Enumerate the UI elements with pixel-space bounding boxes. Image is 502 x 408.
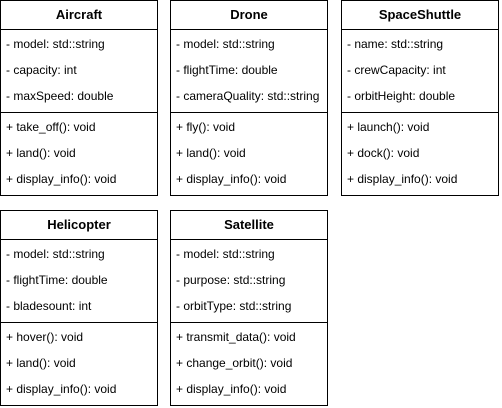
attributes-section: - model: std::string - flightTime: doubl… xyxy=(1,240,157,323)
class-name: Drone xyxy=(171,1,327,30)
attribute: - capacity: int xyxy=(6,63,77,77)
method: + launch(): void xyxy=(347,120,430,134)
method: + change_orbit(): void xyxy=(176,356,293,370)
attributes-section: - model: std::string - flightTime: doubl… xyxy=(171,30,327,113)
methods-section: + fly(): void + land(): void + display_i… xyxy=(171,113,327,192)
attribute: - flightTime: double xyxy=(176,63,278,77)
method: + land(): void xyxy=(6,146,76,160)
method: + transmit_data(): void xyxy=(176,330,296,344)
attribute: - orbitHeight: double xyxy=(347,89,456,103)
method: + land(): void xyxy=(6,356,76,370)
class-box-helicopter[interactable]: Helicopter - model: std::string - flight… xyxy=(0,210,158,406)
attribute: - model: std::string xyxy=(6,37,105,51)
method: + display_info(): void xyxy=(6,172,117,186)
attribute: - bladesount: int xyxy=(6,299,92,313)
method: + fly(): void xyxy=(176,120,236,134)
class-name: SpaceShuttle xyxy=(342,1,498,30)
method: + dock(): void xyxy=(347,146,420,160)
class-name: Aircraft xyxy=(1,1,157,30)
class-box-satellite[interactable]: Satellite - model: std::string - purpose… xyxy=(170,210,328,406)
attribute: - name: std::string xyxy=(347,37,444,51)
method: + display_info(): void xyxy=(6,382,117,396)
methods-section: + transmit_data(): void + change_orbit()… xyxy=(171,323,327,402)
method: + display_info(): void xyxy=(176,172,287,186)
attribute: - flightTime: double xyxy=(6,273,108,287)
class-box-aircraft[interactable]: Aircraft - model: std::string - capacity… xyxy=(0,0,158,196)
methods-section: + hover(): void + land(): void + display… xyxy=(1,323,157,402)
method: + take_off(): void xyxy=(6,120,96,134)
attributes-section: - model: std::string - purpose: std::str… xyxy=(171,240,327,323)
methods-section: + take_off(): void + land(): void + disp… xyxy=(1,113,157,192)
class-box-drone[interactable]: Drone - model: std::string - flightTime:… xyxy=(170,0,328,196)
attribute: - purpose: std::string xyxy=(176,273,286,287)
method: + display_info(): void xyxy=(176,382,287,396)
attribute: - model: std::string xyxy=(6,247,105,261)
class-box-spaceshuttle[interactable]: SpaceShuttle - name: std::string - crewC… xyxy=(341,0,499,196)
attribute: - model: std::string xyxy=(176,247,275,261)
attributes-section: - name: std::string - crewCapacity: int … xyxy=(342,30,498,113)
methods-section: + launch(): void + dock(): void + displa… xyxy=(342,113,498,192)
method: + hover(): void xyxy=(6,330,84,344)
attribute: - model: std::string xyxy=(176,37,275,51)
class-name: Helicopter xyxy=(1,211,157,240)
attribute: - cameraQuality: std::string xyxy=(176,89,320,103)
method: + display_info(): void xyxy=(347,172,458,186)
method: + land(): void xyxy=(176,146,246,160)
attribute: - orbitType: std::string xyxy=(176,299,292,313)
attribute: - crewCapacity: int xyxy=(347,63,446,77)
attributes-section: - model: std::string - capacity: int - m… xyxy=(1,30,157,113)
class-name: Satellite xyxy=(171,211,327,240)
attribute: - maxSpeed: double xyxy=(6,89,114,103)
